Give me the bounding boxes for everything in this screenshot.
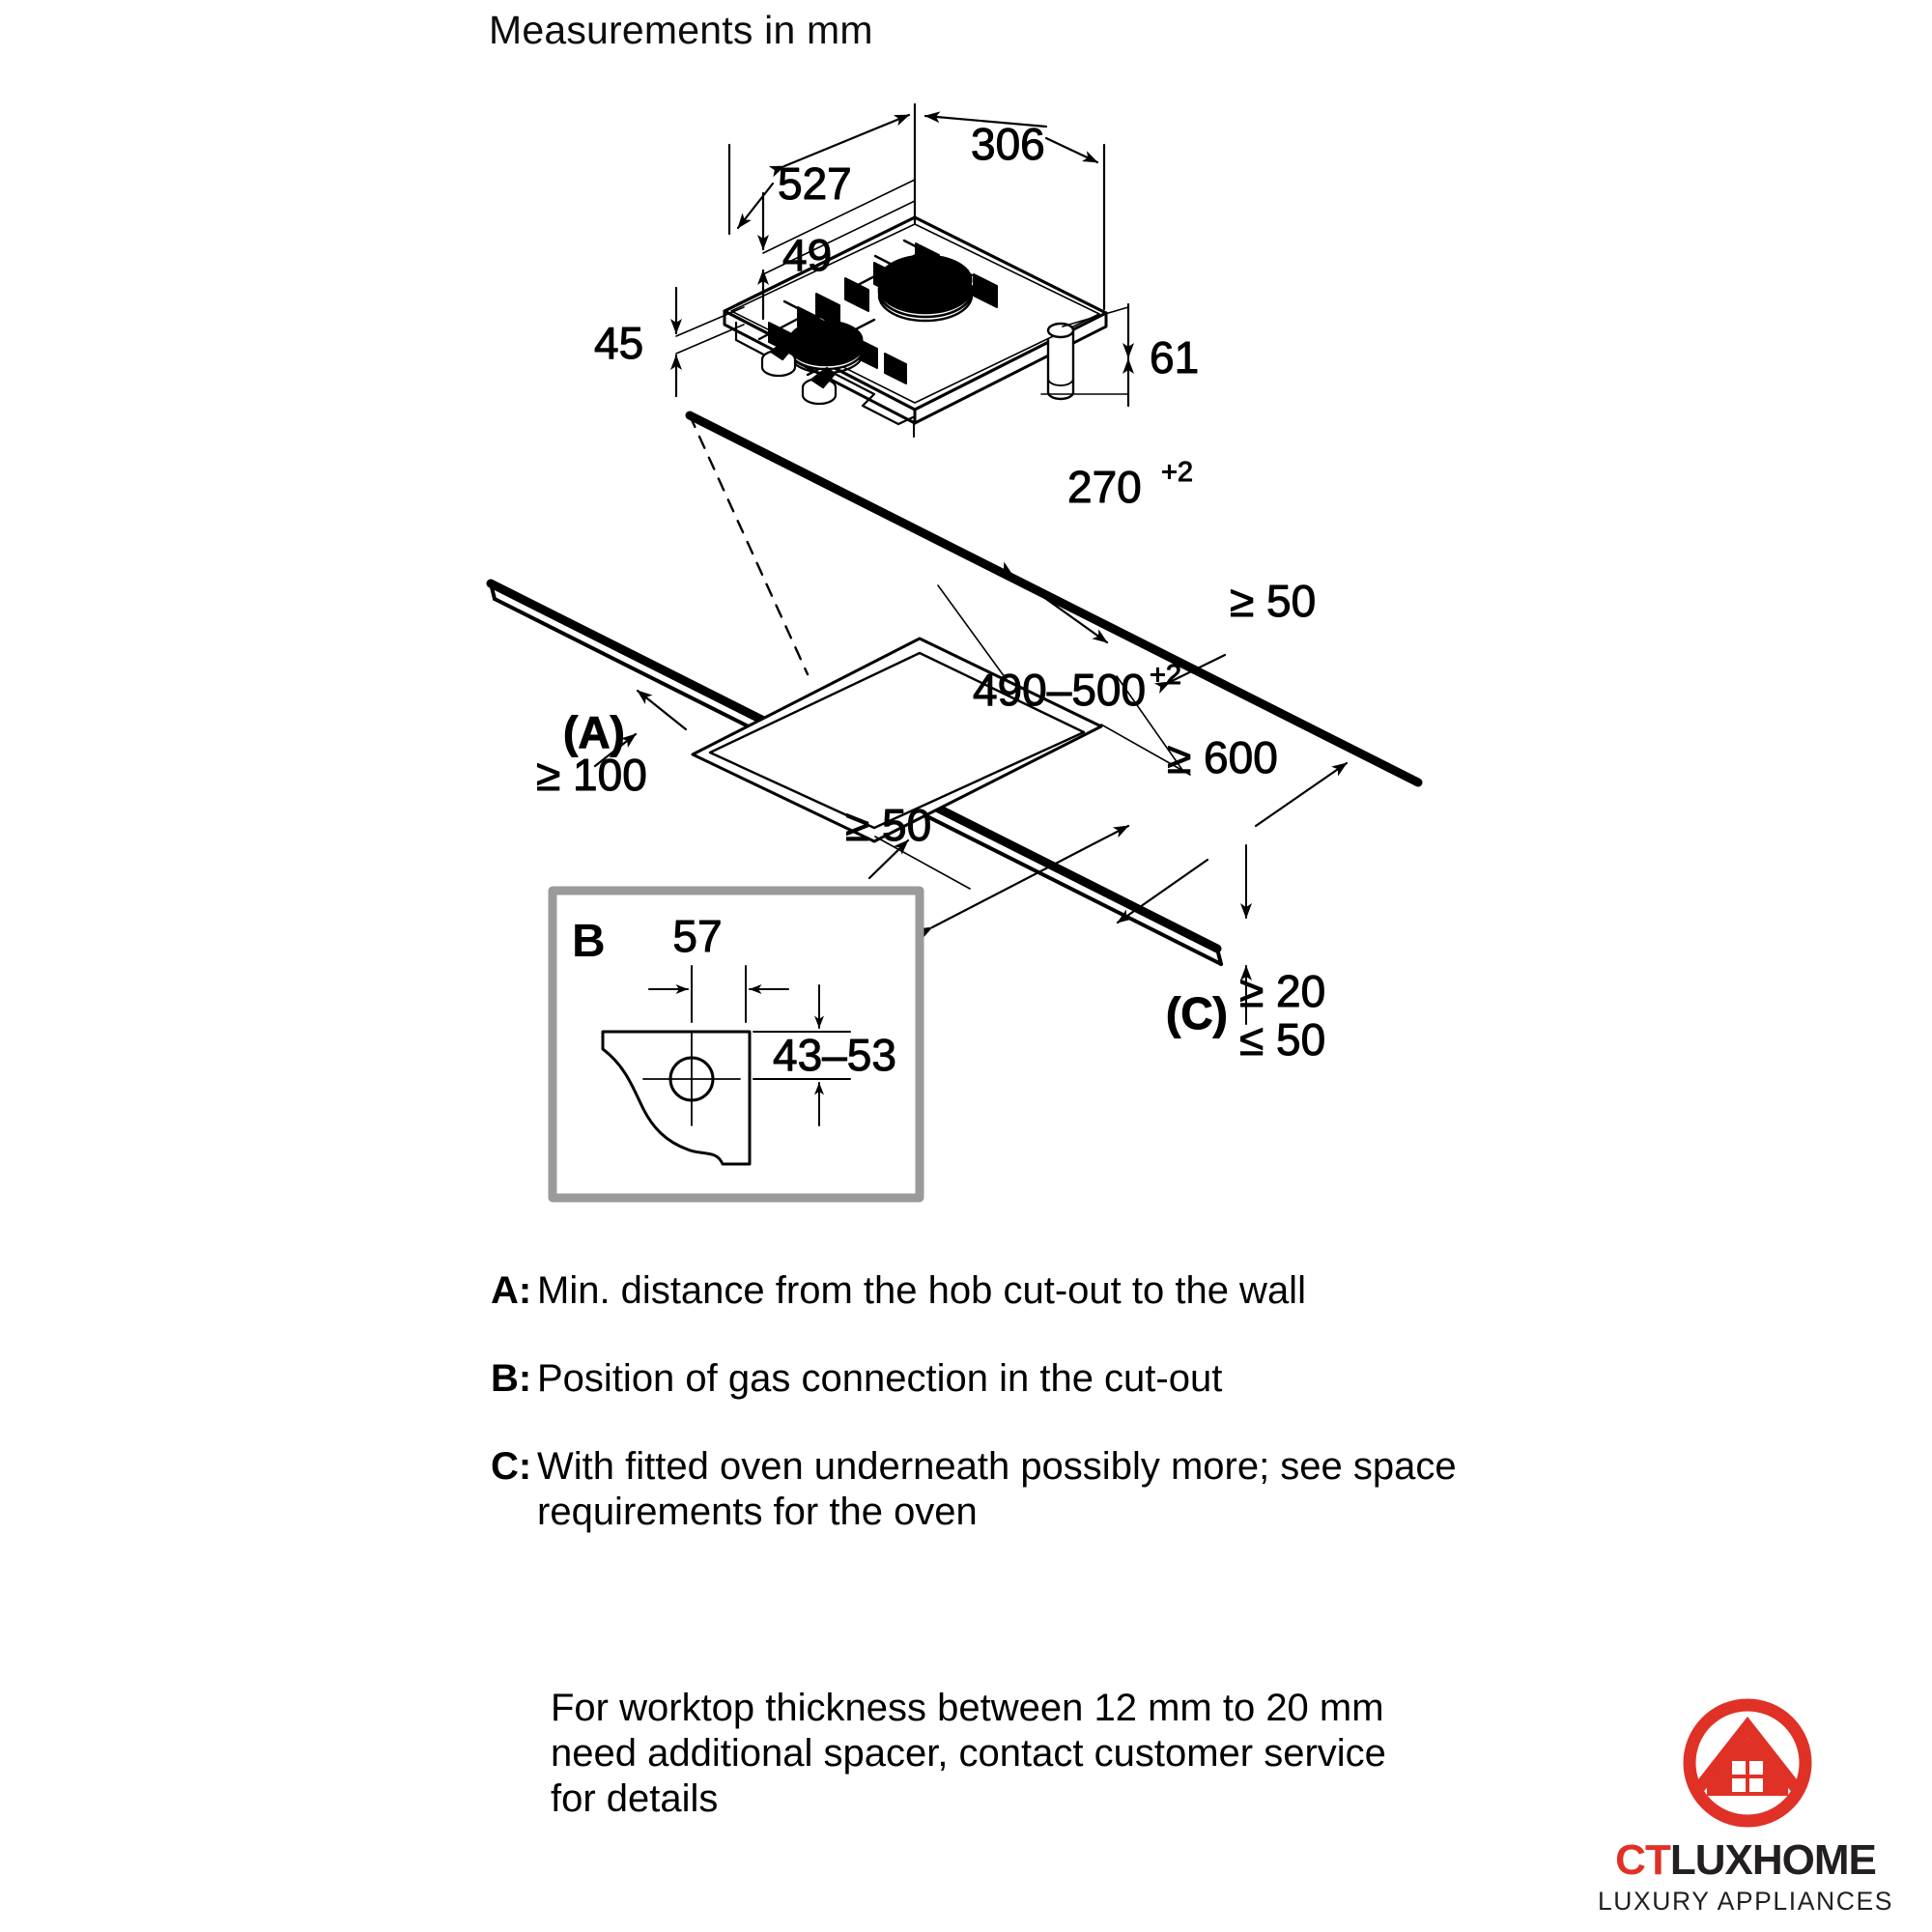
dim-61: 61 xyxy=(1150,332,1199,383)
legend-key-a: A: xyxy=(491,1269,532,1312)
detail-b-height: 43–53 xyxy=(773,1030,896,1080)
legend-key-c: C: xyxy=(491,1445,532,1488)
logo-tagline: LUXURY APPLIANCES xyxy=(1597,1887,1894,1916)
dim-490-500-tol: +2 xyxy=(1150,660,1181,691)
detail-b-width: 57 xyxy=(672,911,722,961)
dim-49: 49 xyxy=(782,230,832,280)
logo-wordmark: CTLUXHOME xyxy=(1572,1838,1919,1883)
legend: A: Min. distance from the hob cut-out to… xyxy=(491,1268,1457,1577)
legend-item-c: C: With fitted oven underneath possibly … xyxy=(491,1444,1457,1535)
detail-box-b: B 57 xyxy=(548,886,924,1203)
marker-a: (A) xyxy=(563,707,625,757)
dim-min-above: ≥ 600 xyxy=(1167,732,1278,782)
dim-worktop-min: ≥ 20 xyxy=(1239,966,1325,1016)
dim-490-500: 490–500 xyxy=(973,665,1146,715)
dim-front-gap: ≥ 50 xyxy=(845,800,931,850)
logo-brand-first: CT xyxy=(1615,1836,1671,1884)
house-in-circle-icon xyxy=(1683,1698,1812,1828)
dim-270-tol: +2 xyxy=(1161,457,1193,488)
dim-45: 45 xyxy=(594,318,643,368)
legend-item-a: A: Min. distance from the hob cut-out to… xyxy=(491,1268,1457,1314)
page-title: Measurements in mm xyxy=(489,8,873,52)
dim-527: 527 xyxy=(778,158,852,209)
dim-306: 306 xyxy=(971,119,1045,169)
brand-logo: CTLUXHOME LUXURY APPLIANCES xyxy=(1572,1695,1919,1927)
dim-wall-dist: ≥ 100 xyxy=(536,750,647,800)
legend-text-b: Position of gas connection in the cut-ou… xyxy=(537,1357,1223,1400)
dim-worktop-max: ≤ 50 xyxy=(1239,1014,1325,1065)
dim-270: 270 xyxy=(1067,462,1142,512)
logo-brand-second: LUXHOME xyxy=(1669,1836,1877,1884)
worktop-spacer-note: For worktop thickness between 12 mm to 2… xyxy=(551,1687,1386,1820)
legend-key-b: B: xyxy=(491,1357,532,1400)
marker-c: (C) xyxy=(1166,988,1228,1038)
legend-item-b: B: Position of gas connection in the cut… xyxy=(491,1356,1457,1402)
detail-b-label: B xyxy=(572,916,606,967)
dim-rear-gap: ≥ 50 xyxy=(1230,576,1316,626)
legend-text-a: Min. distance from the hob cut-out to th… xyxy=(537,1269,1306,1312)
legend-text-c: With fitted oven underneath possibly mor… xyxy=(537,1445,1457,1533)
